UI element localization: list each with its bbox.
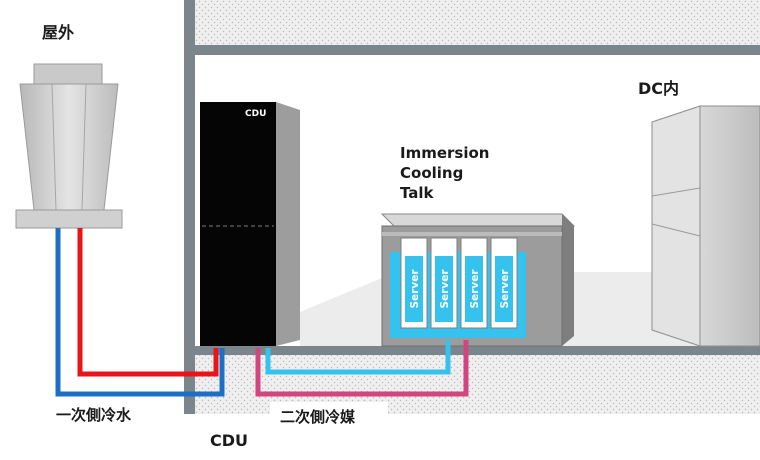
immersion-title-line1: Immersion <box>400 144 489 162</box>
building <box>184 0 760 414</box>
ceiling-beam <box>190 45 760 55</box>
cdu-cabinet-icon <box>200 102 300 346</box>
piping <box>55 228 469 397</box>
primary-supply-pipe <box>77 228 219 377</box>
cdu-unit-label: CDU <box>245 109 266 119</box>
secondary-coolant-label: 二次側冷媒 <box>280 408 356 426</box>
secondary-loop-pipe-a <box>255 340 469 397</box>
outer-wall <box>184 0 195 414</box>
cdu-bottom-label: CDU <box>210 431 248 450</box>
server-label: Server <box>469 269 481 309</box>
server-rack-icon <box>651 105 760 347</box>
server-label: Server <box>439 269 451 309</box>
primary-water-label: 一次側冷水 <box>56 406 132 424</box>
secondary-loop-pipe-b <box>265 340 451 375</box>
immersion-title-line2: Cooling <box>400 164 463 182</box>
server-4: Server <box>490 237 518 329</box>
server-label: Server <box>409 269 421 309</box>
secondary-label-bg <box>270 402 388 428</box>
dry-cooler-icon <box>15 63 123 229</box>
ceiling-slab <box>190 0 760 52</box>
servers: Server Server Server Server <box>400 237 518 329</box>
immersion-title-line3: Talk <box>400 184 435 202</box>
server-1: Server <box>400 237 428 329</box>
primary-return-pipe <box>55 228 225 397</box>
dc-inside-label: DC内 <box>638 79 679 98</box>
server-3: Server <box>460 237 488 329</box>
floor-beam <box>190 346 760 355</box>
server-2: Server <box>430 237 458 329</box>
server-label: Server <box>499 269 511 309</box>
outdoor-label: 屋外 <box>42 23 74 42</box>
